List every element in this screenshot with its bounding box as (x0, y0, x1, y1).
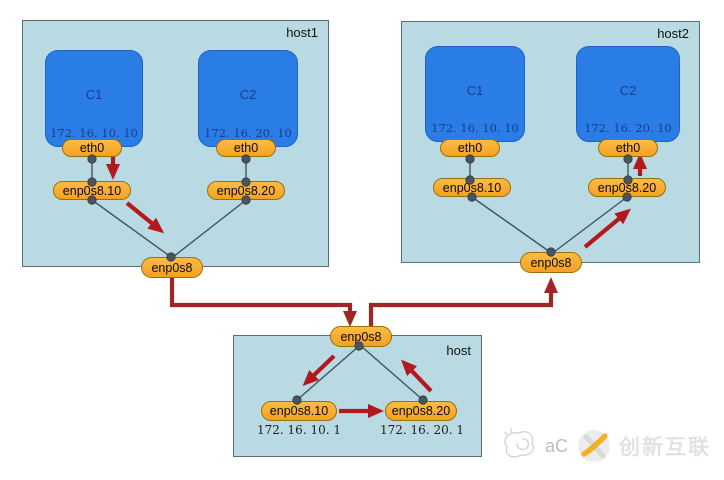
host1-c2-ip: 172. 16. 20. 10 (204, 126, 292, 140)
router-vlan10-ip: 172. 16. 10. 1 (257, 423, 341, 437)
host2-c1-name: C1 (466, 82, 484, 98)
host1-c1-eth0-pill: eth0 (62, 139, 122, 157)
host2-c2-ip: 172. 16. 20. 10 (584, 121, 672, 135)
host2-label: host2 (657, 26, 689, 41)
route-lines (169, 277, 558, 329)
host2-c2-name: C2 (619, 82, 637, 98)
host1-c1-ip: 172. 16. 10. 10 (50, 126, 138, 140)
host2-container-c2: C2 172. 16. 20. 10 (576, 46, 680, 142)
host2-container-c1: C1 172. 16. 10. 10 (425, 46, 525, 142)
host1-container-c1: C1 172. 16. 10. 10 (45, 50, 143, 147)
watermark-signature: aC (545, 435, 569, 456)
doodle-sketch-icon (504, 428, 535, 458)
host2-c1-ip: 172. 16. 10. 10 (431, 121, 519, 135)
host2-c2-eth0-pill: eth0 (598, 139, 658, 157)
host2-vlan10-pill: enp0s8.10 (433, 178, 511, 197)
watermark: aC 创新互联 (497, 424, 711, 468)
route-host1-to-router-arrow (169, 277, 357, 327)
router-vlan20-ip: 172. 16. 20. 1 (380, 423, 464, 437)
host1-container-c2: C2 172. 16. 20. 10 (198, 50, 298, 147)
host1-c2-name: C2 (239, 87, 257, 103)
watermark-brand: 创新互联 (619, 436, 712, 459)
router-host-label: host (446, 343, 471, 358)
route-router-to-host2-arrow (368, 277, 558, 329)
router-enp0s8-pill: enp0s8 (330, 326, 392, 347)
host1-vlan20-pill: enp0s8.20 (207, 181, 285, 200)
host1-c2-eth0-pill: eth0 (216, 139, 276, 157)
host2-enp0s8-pill: enp0s8 (520, 252, 582, 273)
host2-c1-eth0-pill: eth0 (440, 139, 500, 157)
host1-label: host1 (286, 25, 318, 40)
brand-logo-icon (578, 430, 611, 462)
host1-enp0s8-pill: enp0s8 (141, 257, 203, 278)
host1-c1-name: C1 (85, 87, 103, 103)
host1-vlan10-pill: enp0s8.10 (53, 181, 131, 200)
router-vlan10-pill: enp0s8.10 (261, 401, 337, 421)
host2-vlan20-pill: enp0s8.20 (588, 178, 666, 197)
router-vlan20-pill: enp0s8.20 (385, 401, 457, 421)
